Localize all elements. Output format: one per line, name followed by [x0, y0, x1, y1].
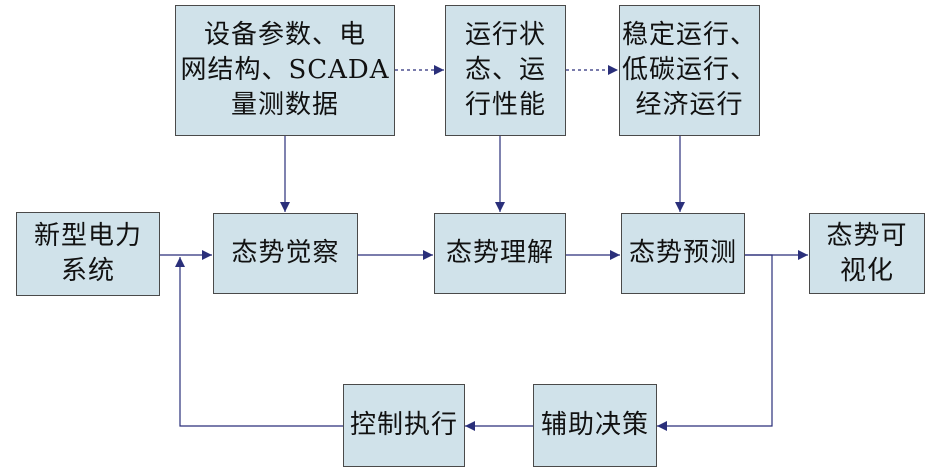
node-operating-state: 运行状 态、运 行性能	[445, 5, 566, 136]
node-line: 辅助决策	[540, 410, 649, 440]
node-line: 系统	[60, 256, 115, 286]
node-line: 态势觉察	[231, 238, 340, 268]
node-situation-understanding: 态势理解	[434, 213, 566, 294]
node-line: 态、运	[464, 55, 546, 85]
node-decision-support: 辅助决策	[533, 384, 657, 467]
node-line: 网结构、SCADA	[180, 55, 390, 85]
node-line: 新型电力	[33, 221, 142, 251]
node-line: 行性能	[464, 90, 546, 120]
node-input-data: 设备参数、电 网结构、SCADA 量测数据	[175, 5, 395, 136]
node-line: 态势预测	[628, 238, 737, 268]
arrow-control-to-perception-input	[175, 257, 343, 427]
node-line: 态势可	[826, 220, 908, 251]
node-line: 运行状	[464, 20, 546, 50]
node-line: 低碳运行、	[621, 55, 757, 85]
node-line: 态势理解	[445, 238, 554, 268]
node-line: 设备参数、电	[203, 20, 366, 50]
node-new-power-system: 新型电力 系统	[16, 212, 160, 296]
node-situation-perception: 态势觉察	[213, 213, 358, 294]
node-line: 控制执行	[349, 410, 458, 440]
node-line: 视化	[839, 255, 894, 286]
node-line: 经济运行	[635, 90, 744, 120]
node-situation-visualization: 态势可 视化	[809, 213, 925, 294]
arrow-predict-to-decision	[657, 254, 773, 431]
node-line: 稳定运行、	[621, 20, 757, 50]
node-operating-modes: 稳定运行、 低碳运行、 经济运行	[619, 5, 760, 136]
node-control-execution: 控制执行	[343, 384, 465, 467]
node-line: 量测数据	[230, 90, 339, 120]
node-situation-prediction: 态势预测	[621, 213, 745, 294]
